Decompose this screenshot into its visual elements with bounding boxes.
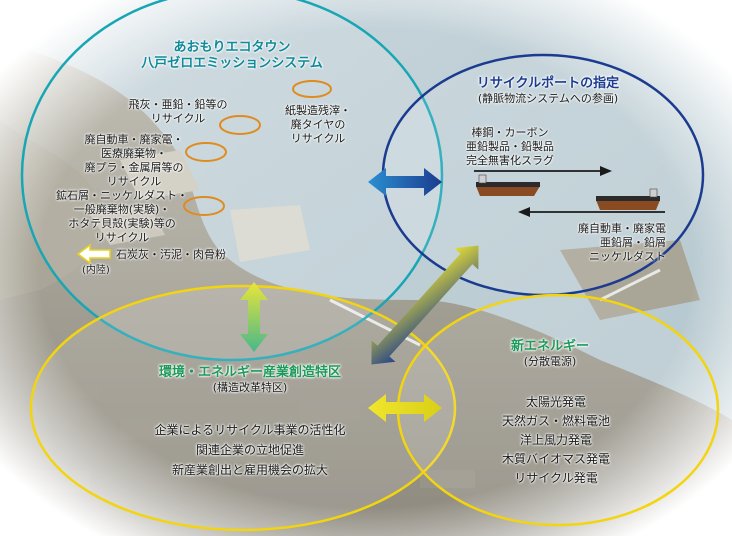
item-line: 廃タイヤの [290,118,346,131]
port-title: リサイクルポートの指定 [476,76,620,91]
energy-subtitle: (分散電源) [523,355,577,368]
item-line: 廃自動車・廃家電・ [84,133,184,146]
ship-icon-inbound [596,188,660,210]
energy-item: リサイクル発電 [514,471,598,485]
aomori-item-ore: 鉱石屑・ニッケルダスト・ 一般廃棄物(実験)・ ホタテ貝殻(実験)等の リサイク… [56,189,188,245]
site-oval-1 [292,80,332,98]
site-oval-2 [219,115,261,135]
aomori-item-vehicles: 廃自動車・廃家電・ 医療廃棄物・ 廃プラ・金属屑等の リサイクル [85,133,184,189]
site-oval-4 [183,196,225,216]
energy-item: 太陽光発電 [525,395,587,409]
port-inbound-list: 廃自動車・廃家電 亜鉛屑・鉛屑 ニッケルダスト [578,222,666,264]
item-line: リサイクル [94,231,150,244]
item-line: リサイクル [290,132,346,145]
ship-icon-outbound [476,174,540,196]
inland-arrow [76,243,111,265]
inbound-arrow-head [518,207,530,217]
item-line: 廃プラ・金属屑等の [84,161,184,174]
energy-item: 天然ガス・燃料電池 [501,414,611,428]
aomori-circle [20,0,444,362]
port-subtitle: (静脈物流システムへの参画) [477,92,619,105]
outbound-item: 完全無害化スラグ [466,154,554,167]
zone-items: 企業によるリサイクル事業の活性化 関連企業の立地促進 新産業創出と雇用機会の拡大 [154,420,345,480]
item-line: 紙製造残滓・ [285,104,351,117]
aomori-inland-label: (内陸) [82,265,110,276]
aomori-inland-item: 石炭灰・汚泥・肉骨粉 [116,248,226,261]
zone-item: 新産業創出と雇用機会の拡大 [171,463,329,477]
zone-subtitle: (構造改革特区) [212,381,288,394]
zone-circle [29,284,457,532]
energy-title: 新エネルギー [510,339,590,354]
zone-title: 環境・エネルギー産業創造特区 [158,365,342,380]
item-line: 飛灰・亜鉛・鉛等の [128,98,228,111]
arrow-aomori-zone [240,282,268,352]
arrow-aomori-port [368,168,442,196]
aomori-title-line1: あおもりエコタウン [173,40,291,55]
arrow-port-zone [371,245,479,365]
inbound-item: 廃自動車・廃家電 [578,222,666,235]
energy-items: 太陽光発電 天然ガス・燃料電池 洋上風力発電 木質バイオマス発電 リサイクル発電 [502,393,610,488]
arrow-zone-energy [368,394,442,422]
energy-item: 洋上風力発電 [519,433,593,447]
energy-item: 木質バイオマス発電 [501,452,611,466]
item-line: 鉱石屑・ニッケルダスト・ [56,189,188,202]
item-line: 医療廃棄物・ [101,147,167,160]
item-line: リサイクル [106,175,162,188]
port-outbound-list: 棒鋼・カーボン 亜鉛製品・鉛製品 完全無害化スラグ [466,126,554,168]
outbound-arrow-head [600,166,612,176]
item-line: ホタテ貝殻(実験)等の [68,217,176,230]
aomori-title-line2: 八戸ゼロエミッションシステム [141,56,323,71]
outbound-item: 棒鋼・カーボン [471,126,549,139]
aomori-item-paper-tires: 紙製造残滓・ 廃タイヤの リサイクル [285,104,351,146]
zone-item: 企業によるリサイクル事業の活性化 [154,423,346,437]
item-line: 一般廃棄物(実験)・ [73,203,171,216]
zone-item: 関連企業の立地促進 [195,443,305,457]
inbound-item: ニッケルダスト [589,250,666,263]
item-line: リサイクル [150,112,206,125]
inbound-item: 亜鉛屑・鉛屑 [600,236,666,249]
site-oval-3 [185,142,227,162]
aomori-item-fly-ash: 飛灰・亜鉛・鉛等の リサイクル [129,98,228,126]
outbound-item: 亜鉛製品・鉛製品 [466,140,554,153]
